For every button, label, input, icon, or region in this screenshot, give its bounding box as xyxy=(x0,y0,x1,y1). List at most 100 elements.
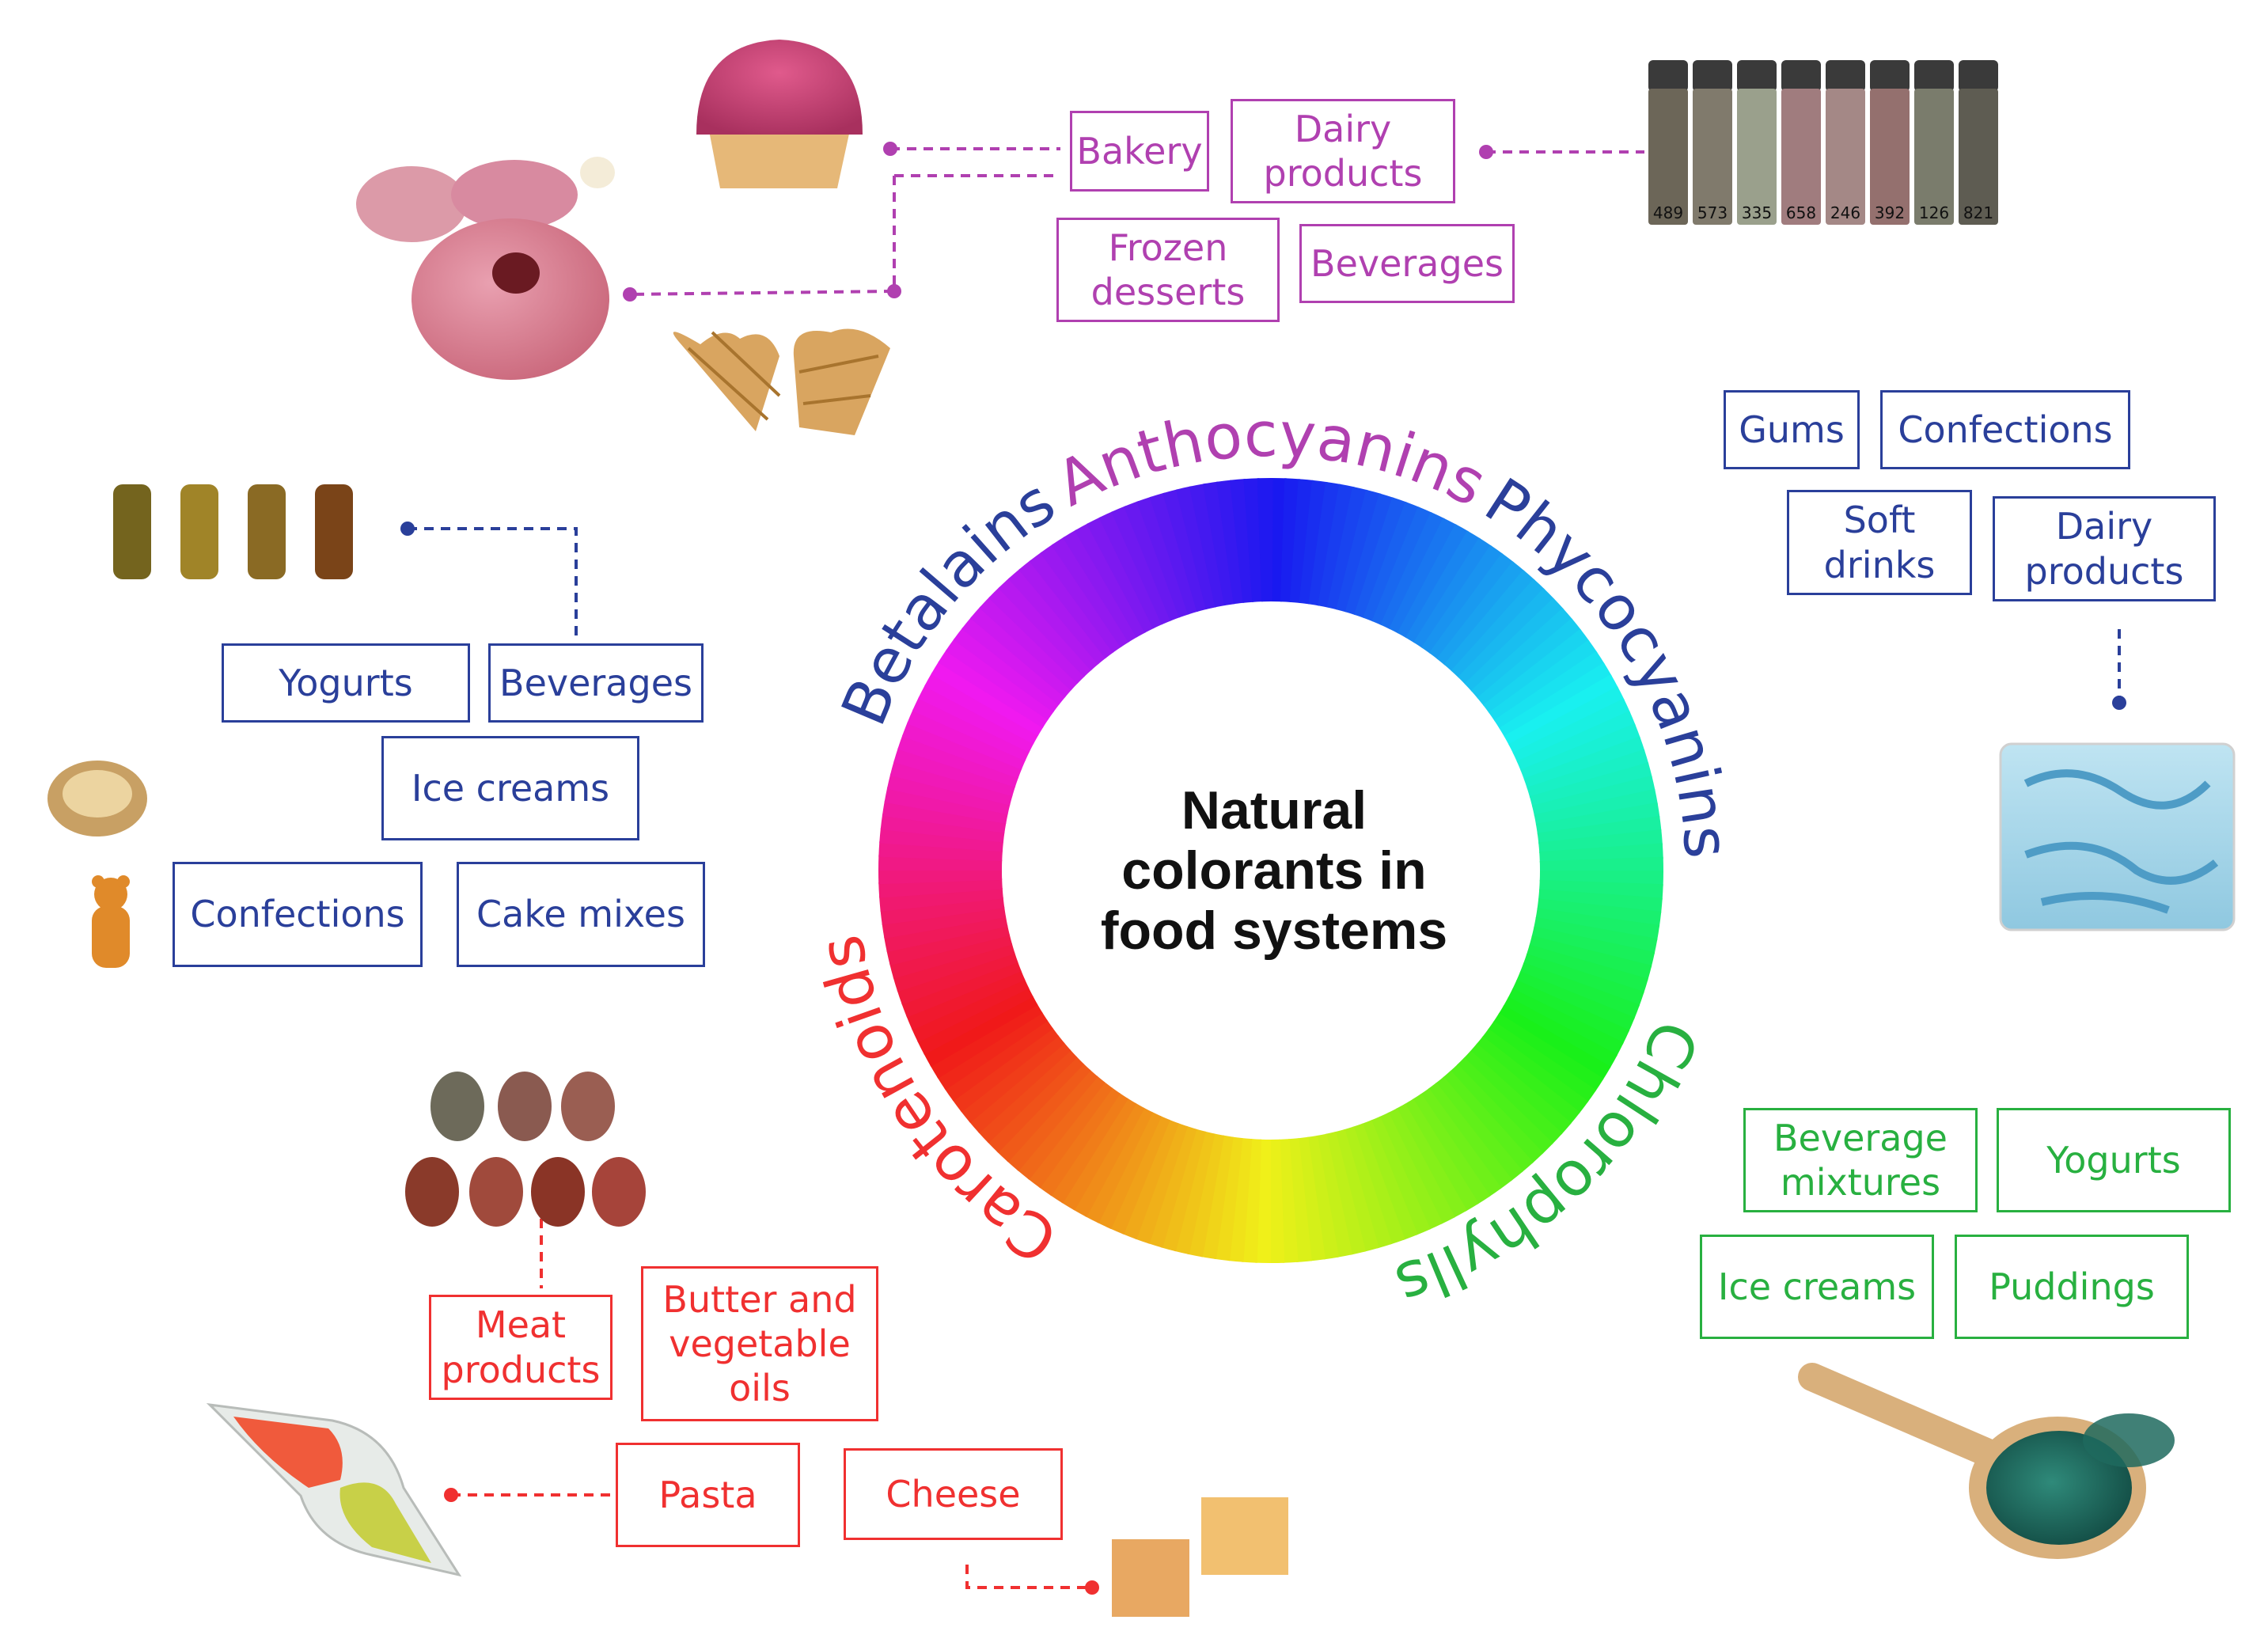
color-wheel-segment xyxy=(1527,749,1649,798)
color-wheel-segment xyxy=(1535,908,1660,941)
anthocyanins-app-bakery: Bakery xyxy=(1070,111,1209,192)
meat-sample xyxy=(592,1157,646,1227)
color-wheel-segment xyxy=(1325,1131,1366,1255)
amber-tubes-image xyxy=(113,484,353,579)
color-wheel-segment xyxy=(1200,1135,1234,1260)
color-wheel-segment xyxy=(1508,988,1624,1057)
color-wheel-segment xyxy=(1538,889,1663,914)
vial-code: 335 xyxy=(1742,203,1772,222)
color-wheel-segment xyxy=(1482,628,1590,714)
color-wheel-segment xyxy=(1040,544,1122,653)
color-wheel-segment xyxy=(1147,1125,1197,1248)
color-wheel-segment xyxy=(1498,1005,1611,1081)
color-wheel-hole xyxy=(1010,609,1532,1132)
color-wheel-segment xyxy=(1202,481,1235,606)
color-wheel-segment xyxy=(1428,1082,1513,1189)
color-wheel-segment xyxy=(1316,1133,1353,1258)
color-wheel-segment xyxy=(1280,478,1301,602)
carotenoids-app-butter-oils: Butter and vegetable oils xyxy=(641,1266,878,1421)
color-wheel-segment xyxy=(1508,686,1625,754)
carotenoids-app-pasta: Pasta xyxy=(616,1443,800,1547)
color-wheel-segment xyxy=(1060,1098,1136,1211)
color-wheel-segment xyxy=(953,627,1060,713)
color-wheel-segment xyxy=(1334,1129,1379,1252)
color-wheel-segment xyxy=(907,708,1026,770)
color-wheel-segment xyxy=(1476,1036,1580,1125)
color-wheel-segment xyxy=(988,586,1086,684)
color-wheel-segment xyxy=(1371,506,1433,626)
color-wheel-segment xyxy=(1109,1115,1170,1235)
vial-cap xyxy=(1914,60,1954,92)
color-wheel-segment xyxy=(1214,1136,1243,1261)
phycocyanins-connector-dot xyxy=(2112,696,2126,710)
color-wheel-segment xyxy=(1038,1087,1121,1197)
color-wheel-segment xyxy=(1049,1092,1128,1204)
color-wheel-segment xyxy=(961,616,1066,705)
color-wheel-segment xyxy=(1535,802,1660,835)
color-wheel-segment xyxy=(1397,524,1470,639)
vial xyxy=(1781,89,1821,225)
color-wheel-segment xyxy=(1227,1137,1253,1262)
color-wheel-segment xyxy=(1097,1111,1162,1230)
color-wheel-segment xyxy=(1503,996,1618,1069)
color-wheel-segment xyxy=(1336,489,1382,613)
color-wheel-segment xyxy=(1537,898,1662,928)
color-wheel-segment xyxy=(1162,489,1208,613)
candy-image xyxy=(47,761,147,836)
color-wheel-segment xyxy=(1257,478,1273,602)
spirulina-spoon-image xyxy=(1798,1363,2175,1559)
color-wheel-segment xyxy=(1456,1057,1553,1155)
color-wheel-segment xyxy=(1413,537,1492,649)
color-wheel-segment xyxy=(998,577,1092,677)
color-wheel-segment xyxy=(1511,980,1630,1045)
color-wheel-segment xyxy=(1470,608,1573,699)
vial-cap xyxy=(1648,60,1688,92)
color-wheel-segment xyxy=(1539,879,1663,901)
color-wheel-segment xyxy=(1387,1108,1455,1224)
color-wheel-segment xyxy=(1084,1107,1153,1223)
waffles-image xyxy=(673,328,890,435)
color-wheel-segment xyxy=(1176,486,1217,610)
color-wheel-segment xyxy=(1279,1139,1299,1263)
color-wheel-segment xyxy=(1160,1129,1206,1252)
color-wheel-segment xyxy=(936,1011,1049,1091)
vial-code: 246 xyxy=(1830,203,1860,222)
chlorophylls-app-beverage-mixtures: Beverage mixtures xyxy=(1743,1108,1978,1212)
vial-cap xyxy=(1737,60,1777,92)
color-wheel-segment xyxy=(1389,518,1458,634)
color-wheel-segment xyxy=(882,800,1007,833)
color-wheel-segment xyxy=(884,916,1008,953)
color-wheel-segment xyxy=(1352,1123,1405,1245)
color-wheel-segment xyxy=(1344,493,1394,616)
color-wheel-segment xyxy=(1354,497,1408,619)
color-wheel-segment xyxy=(906,969,1026,1030)
vial-cap xyxy=(1959,60,1998,92)
betalains-app-ice-creams: Ice creams xyxy=(381,736,639,840)
color-wheel-segment xyxy=(1308,481,1341,606)
color-wheel-segment xyxy=(930,1003,1043,1079)
meat-sample xyxy=(405,1157,459,1227)
color-wheel-segment xyxy=(1318,484,1355,608)
color-wheel-segment xyxy=(1288,1138,1312,1262)
color-wheel-segment xyxy=(889,934,1013,979)
color-wheel-segment xyxy=(1412,1093,1491,1205)
vial xyxy=(1826,89,1865,225)
anthocyanins-connectors xyxy=(629,147,1644,296)
meat-sample xyxy=(498,1072,552,1141)
color-wheel-segment xyxy=(1489,639,1598,722)
color-wheel-segment xyxy=(1481,1028,1589,1114)
color-wheel-segment xyxy=(897,952,1018,1005)
color-wheel-segment xyxy=(1534,917,1658,954)
color-wheel-segment xyxy=(1072,1102,1145,1217)
color-wheel-segment xyxy=(1516,711,1636,772)
color-wheel-segment xyxy=(1436,561,1525,666)
color-wheel-segment xyxy=(1216,480,1245,605)
betalains-connector-dot xyxy=(400,522,415,536)
color-wheel-segment xyxy=(1017,1075,1106,1180)
color-wheel-segment xyxy=(1134,1122,1188,1244)
chlorophylls-app-yogurts: Yogurts xyxy=(1997,1108,2231,1212)
muffin-image xyxy=(696,40,863,188)
color-wheel-segment xyxy=(1539,856,1663,873)
phycocyanins-app-gums: Gums xyxy=(1724,390,1860,469)
